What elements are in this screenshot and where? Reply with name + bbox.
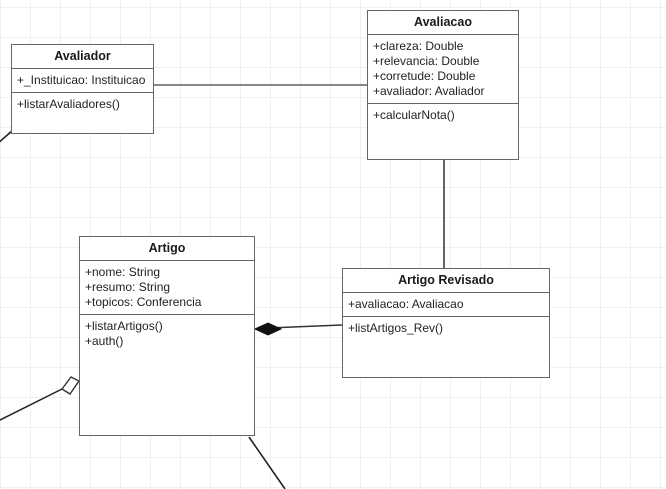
attribute-row: +nome: String [85, 265, 161, 279]
class-methods-artigo-revisado: +listArtigos_Rev() [343, 317, 549, 377]
relationship-artigo-offscreen-bottom[interactable] [248, 436, 286, 489]
class-box-avaliador[interactable]: Avaliador +_Instituicao: Instituicao +li… [11, 44, 154, 134]
attribute-row: +relevancia: Double [373, 54, 480, 68]
method-row: +listarAvaliadores() [17, 97, 120, 111]
attribute-row: +avaliacao: Avaliacao [348, 297, 464, 311]
attribute-row: +resumo: String [85, 280, 171, 294]
method-row: +auth() [85, 334, 124, 348]
class-title-artigo-revisado: Artigo Revisado [343, 269, 549, 293]
class-box-artigo-revisado[interactable]: Artigo Revisado +avaliacao: Avaliacao +l… [342, 268, 550, 378]
attribute-row: +avaliador: Avaliador [373, 84, 485, 98]
filled-diamond-marker [253, 322, 283, 336]
attribute-row: +clareza: Double [373, 39, 464, 53]
method-row: +calcularNota() [373, 108, 455, 122]
relationship-artigo-offscreen-left[interactable] [0, 388, 63, 425]
class-methods-avaliacao: +calcularNota() [368, 104, 518, 159]
relationship-avaliador-offscreen-left[interactable] [0, 129, 14, 152]
class-methods-avaliador: +listarAvaliadores() [12, 93, 153, 133]
class-box-artigo[interactable]: Artigo +nome: String +resumo: String +to… [79, 236, 255, 436]
class-title-artigo: Artigo [80, 237, 254, 261]
method-row: +listArtigos_Rev() [348, 321, 444, 335]
class-attributes-artigo: +nome: String +resumo: String +topicos: … [80, 261, 254, 315]
class-methods-artigo: +listarArtigos() +auth() [80, 315, 254, 435]
method-row: +listarArtigos() [85, 319, 163, 333]
class-attributes-avaliacao: +clareza: Double +relevancia: Double +co… [368, 35, 518, 104]
attribute-row: +corretude: Double [373, 69, 476, 83]
class-title-avaliacao: Avaliacao [368, 11, 518, 35]
relationship-artigo-artigo-revisado[interactable] [267, 324, 343, 329]
class-attributes-artigo-revisado: +avaliacao: Avaliacao [343, 293, 549, 317]
class-box-avaliacao[interactable]: Avaliacao +clareza: Double +relevancia: … [367, 10, 519, 160]
attribute-row: +_Instituicao: Instituicao [17, 73, 146, 87]
class-title-avaliador: Avaliador [12, 45, 153, 69]
class-attributes-avaliador: +_Instituicao: Instituicao [12, 69, 153, 93]
attribute-row: +topicos: Conferencia [85, 295, 202, 309]
hollow-diamond-marker [60, 376, 81, 395]
